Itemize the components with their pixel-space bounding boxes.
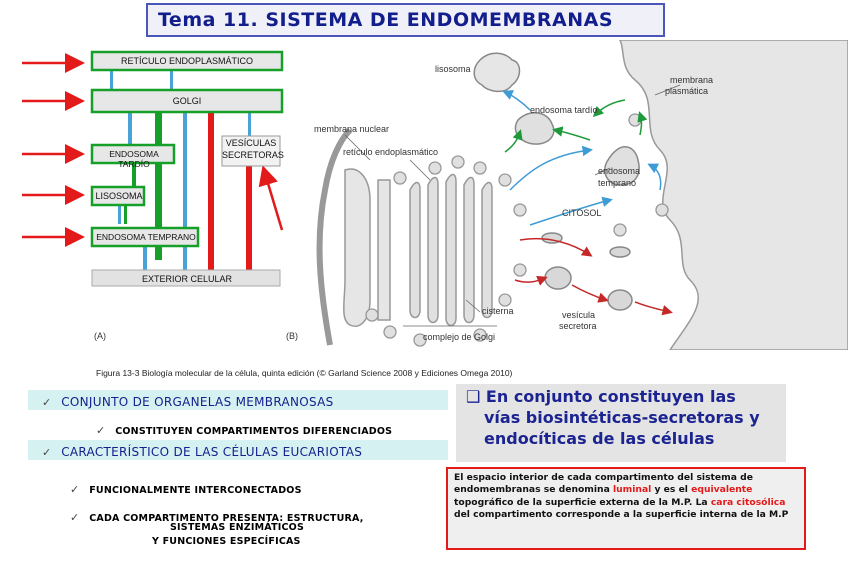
figure-caption: Figura 13-3 Biología molecular de la cél… <box>96 368 513 378</box>
box-frames <box>90 50 284 287</box>
label-cisterna: cisterna <box>482 306 514 316</box>
label-citosol: CITOSOL <box>562 208 602 218</box>
panel-label-b: (B) <box>286 331 298 341</box>
label-endosoma-temprano-2: temprano <box>598 178 637 188</box>
pathway-arrows <box>502 90 673 316</box>
label-endosoma-temprano-1: endosoma <box>598 166 641 176</box>
nuclear-membrane <box>316 127 353 346</box>
note-box <box>446 467 806 550</box>
late-endosome-shape <box>514 112 555 145</box>
checkbox-icon: ❑ <box>466 387 481 406</box>
box-exterior: EXTERIOR CELULAR <box>141 274 233 284</box>
external-arrows <box>22 53 284 247</box>
check-icon: ✓ <box>42 447 52 459</box>
highlight-text: ❑ En conjunto constituyen las vías biosi… <box>466 387 760 448</box>
box-endosoma-temprano: ENDOSOMA TEMPRANO <box>96 232 196 242</box>
label-complejo-golgi: complejo de Golgi <box>423 332 496 342</box>
label-endosoma-tardio: endosoma tardío <box>530 105 598 115</box>
secretory-vesicles <box>541 232 633 311</box>
term-equivalente: equivalente <box>691 484 753 496</box>
term-luminal: luminal <box>612 484 652 496</box>
check-icon: ✓ <box>42 397 52 409</box>
plasma-membrane <box>619 40 848 350</box>
lysosome-shape <box>473 52 521 93</box>
label-vesicula-2: secretora <box>559 321 597 331</box>
check-icon: ✓ <box>70 512 80 524</box>
reticulo-shape <box>343 168 391 327</box>
label-membrana-nuclear: membrana nuclear <box>314 124 390 134</box>
check-icon: ✓ <box>70 484 80 496</box>
early-endosome-shape <box>604 146 640 186</box>
highlight-box <box>456 384 786 462</box>
panel-label-a: (A) <box>94 331 106 341</box>
band-1 <box>28 390 448 410</box>
bullet-2-sub-2-line-3: Y FUNCIONES ESPECÍFICAS <box>152 536 301 547</box>
bullet-1-sub: ✓CONSTITUYEN COMPARTIMENTOS DIFERENCIADO… <box>96 425 393 437</box>
box-vesiculas-2: SECRETORAS <box>222 150 284 160</box>
bullet-2: ✓CARACTERÍSTICO DE LAS CÉLULAS EUCARIOTA… <box>42 445 363 459</box>
box-lisosoma: LISOSOMA <box>95 191 143 201</box>
bullet-2-sub-1: ✓FUNCIONALMENTE INTERCONECTADOS <box>70 484 302 496</box>
label-lisosoma: lisosoma <box>435 64 471 74</box>
box-vesiculas-1: VESÍCULAS <box>225 138 277 148</box>
box-reticulo: RETÍCULO ENDOPLASMÁTICO <box>120 56 254 66</box>
box-endosoma-tardio: ENDOSOMA TARDÍO <box>109 149 159 169</box>
label-membrana-plasmatica-1: membrana <box>670 75 714 85</box>
bullet-2-sub-2-line-2: SISTEMAS ENZIMÁTICOS <box>170 522 304 533</box>
bullet-1: ✓CONJUNTO DE ORGANELAS MEMBRANOSAS <box>42 395 334 409</box>
connectors <box>110 62 252 276</box>
diagram-b <box>316 40 848 350</box>
box-golgi: GOLGI <box>172 96 202 106</box>
label-vesicula-1: vesícula <box>562 310 596 320</box>
note-text: El espacio interior de cada compartiment… <box>454 472 789 521</box>
term-cara-citosolica: cara citosólica <box>710 496 786 508</box>
golgi-stack <box>409 173 493 327</box>
bullet-2-sub-2: ✓CADA COMPARTIMENTO PRESENTA: ESTRUCTURA… <box>70 512 364 524</box>
title-box: Tema 11. SISTEMA DE ENDOMEMBRANAS <box>146 3 665 37</box>
label-lines <box>344 84 681 327</box>
page-title: Tema 11. SISTEMA DE ENDOMEMBRANAS <box>158 9 614 31</box>
label-membrana-plasmatica-2: plasmática <box>665 86 709 96</box>
diagram-a <box>22 50 284 287</box>
check-icon: ✓ <box>96 425 106 437</box>
band-2 <box>28 440 448 460</box>
label-reticulo: retículo endoplasmático <box>343 147 439 157</box>
